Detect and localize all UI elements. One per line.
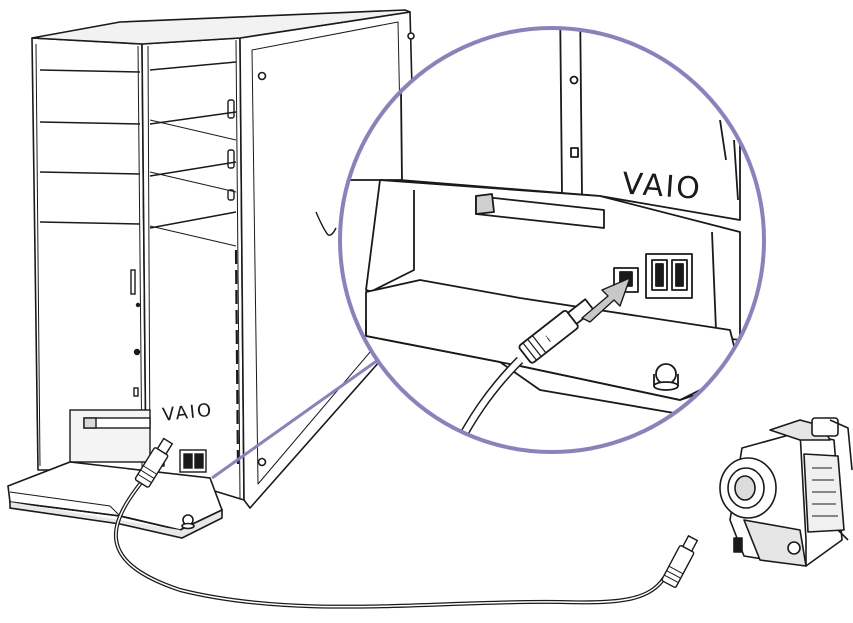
inset-cable-plug: i — [518, 298, 595, 364]
insert-arrow — [581, 277, 631, 323]
tower-front-panel — [31, 37, 147, 471]
tower-usb-ports — [179, 449, 207, 473]
tower-top — [31, 9, 411, 45]
inset-border — [338, 26, 766, 454]
zoom-leader-line — [211, 358, 379, 480]
inset-usb-ports — [645, 253, 693, 299]
i-link-cable — [113, 472, 666, 609]
front-cover-flap — [7, 461, 224, 539]
front-drive-bays — [39, 61, 240, 471]
inset-logo: VAIO — [621, 166, 703, 206]
svg-text:i: i — [544, 335, 553, 345]
camcorder — [719, 417, 853, 567]
cable-plug-camera-side — [661, 534, 699, 588]
cable-plug-tower-side — [134, 437, 174, 488]
